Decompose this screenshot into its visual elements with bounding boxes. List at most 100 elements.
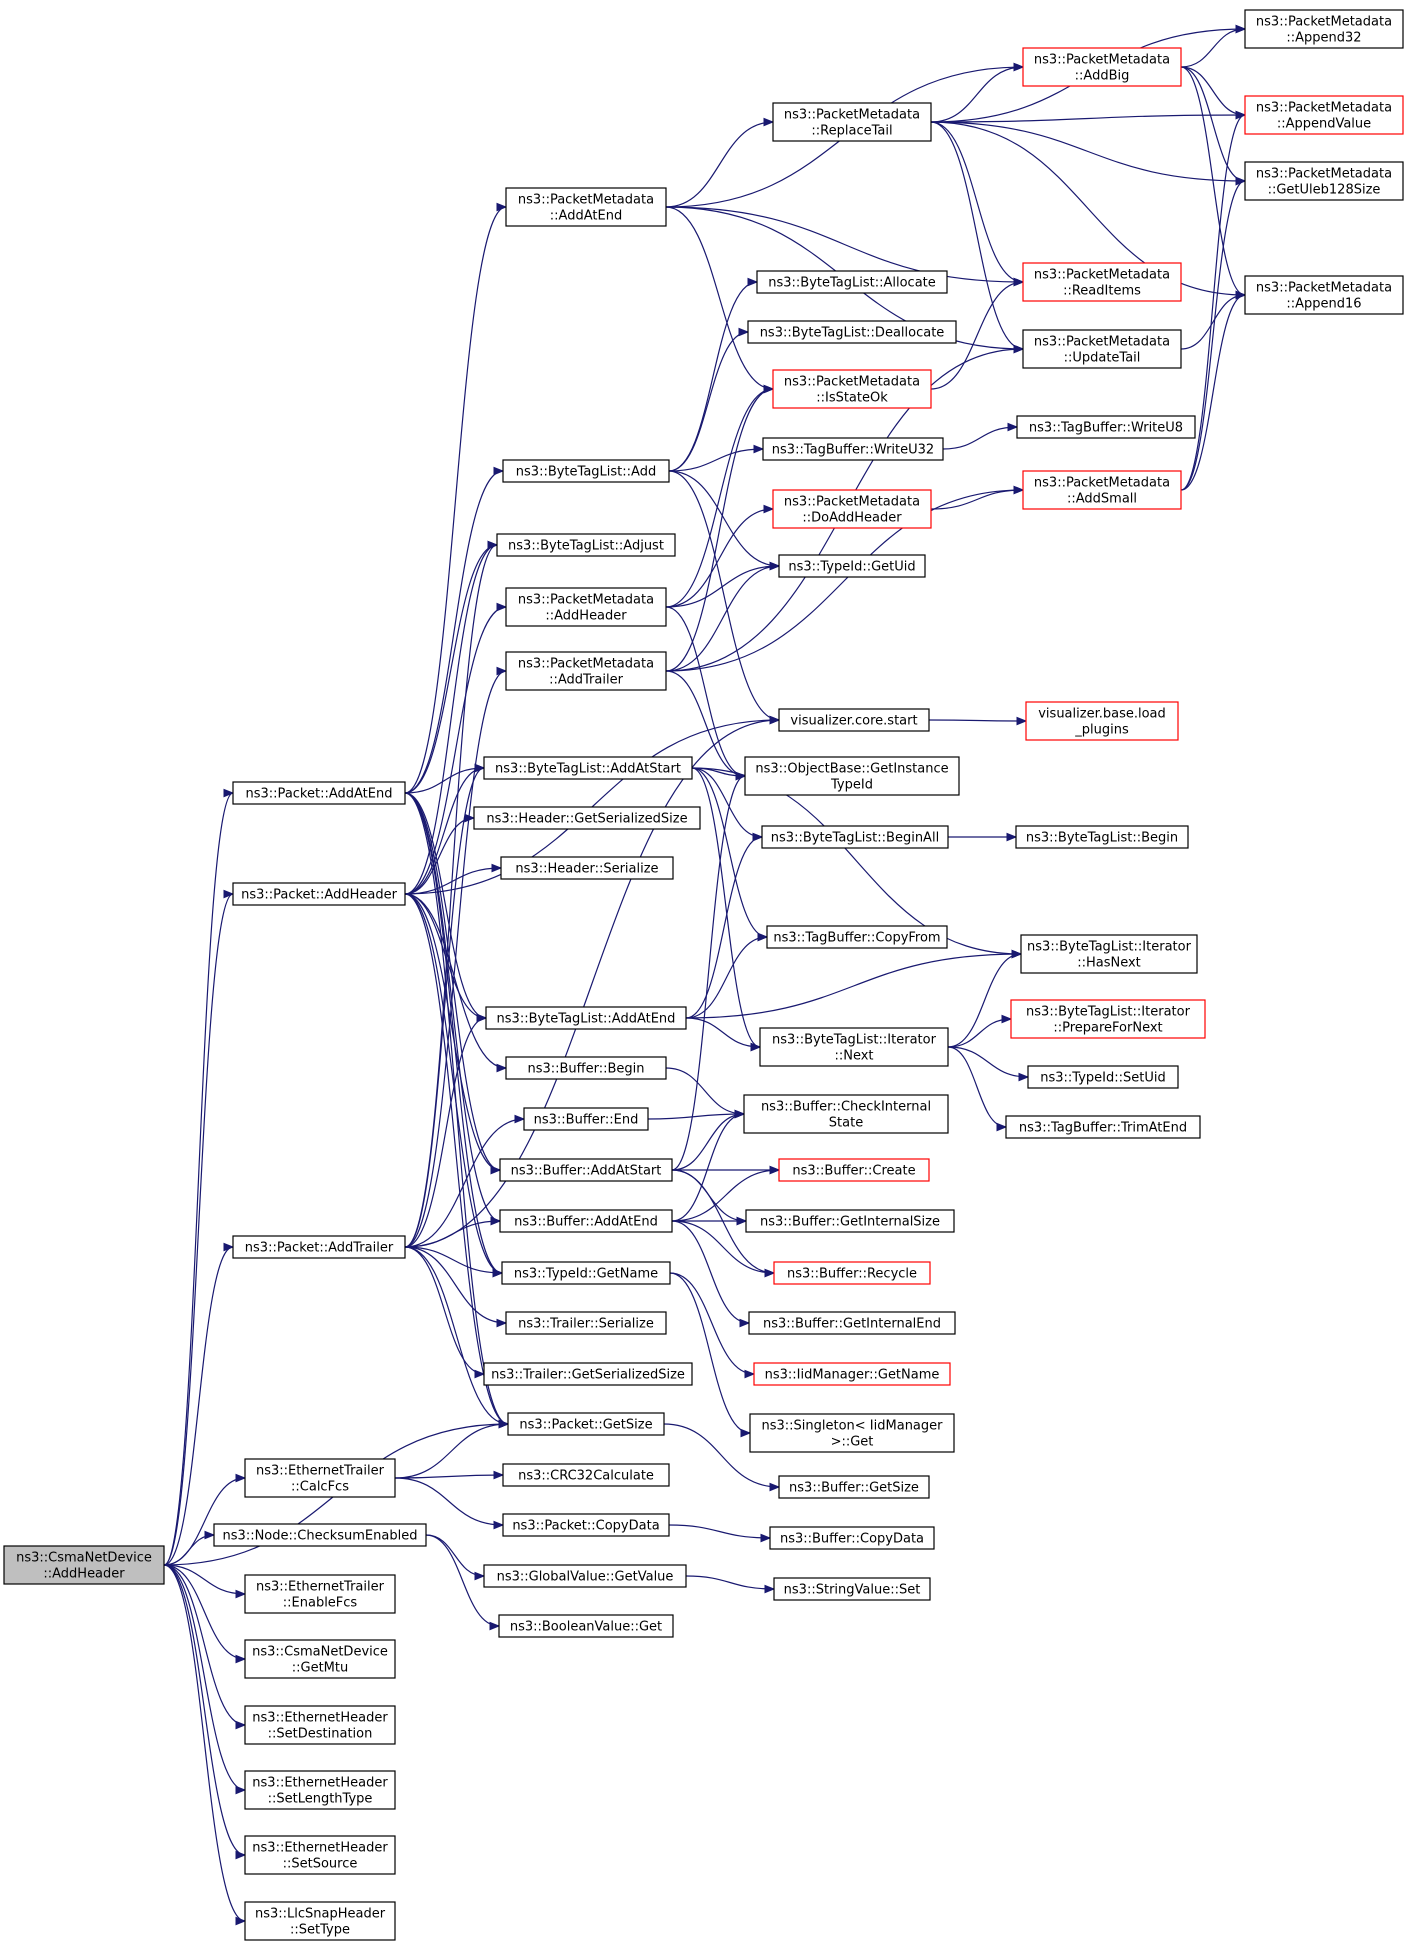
edge-pAddTrailer-to-pGetSize (404, 1246, 508, 1424)
node-label: ns3::Buffer::End (534, 1113, 639, 1128)
node-pAddTrailer[interactable]: ns3::Packet::AddTrailer (232, 1235, 406, 1259)
node-btlBegin[interactable]: ns3::ByteTagList::Begin (1015, 825, 1189, 849)
node-box (748, 1311, 956, 1335)
node-ehSetDest[interactable]: ns3::EthernetHeader::SetDestination (244, 1705, 396, 1745)
node-box (244, 1770, 396, 1810)
node-hdrSerialize[interactable]: ns3::Header::Serialize (500, 856, 674, 880)
node-csmaGetMtu[interactable]: ns3::CsmaNetDevice::GetMtu (244, 1639, 396, 1679)
node-btliPrepare[interactable]: ns3::ByteTagList::Iterator::PrepareForNe… (1010, 999, 1206, 1039)
node-box (244, 1639, 396, 1679)
node-pmReplaceTail[interactable]: ns3::PacketMetadata::ReplaceTail (772, 102, 932, 142)
node-btliNext[interactable]: ns3::ByteTagList::Iterator::Next (759, 1027, 949, 1067)
node-trSerialize[interactable]: ns3::Trailer::Serialize (505, 1311, 667, 1335)
node-tidGetName[interactable]: ns3::TypeId::GetName (501, 1261, 671, 1285)
edge-pmAddTrailer-to-tidGetUid (665, 566, 779, 672)
node-pmGetUleb[interactable]: ns3::PacketMetadata::GetUleb128Size (1244, 161, 1404, 201)
node-pCopyData[interactable]: ns3::Packet::CopyData (502, 1513, 670, 1537)
edge-nodeChecksum-to-gvGetValue (425, 1534, 484, 1576)
node-label: ns3::EthernetHeader (252, 1776, 388, 1791)
node-pmAddSmall[interactable]: ns3::PacketMetadata::AddSmall (1022, 470, 1182, 510)
node-singletonGet[interactable]: ns3::Singleton< IidManager>::Get (749, 1413, 955, 1453)
node-bufGetIntEnd[interactable]: ns3::Buffer::GetInternalEnd (748, 1311, 956, 1335)
node-tidGetUid[interactable]: ns3::TypeId::GetUid (778, 554, 926, 578)
node-root[interactable]: ns3::CsmaNetDevice::AddHeader (3, 1545, 165, 1585)
node-label: ns3::Buffer::GetInternalEnd (763, 1317, 941, 1332)
node-pAddAtEnd[interactable]: ns3::Packet::AddAtEnd (232, 781, 406, 805)
node-label: ::PrepareForNext (1053, 1021, 1162, 1036)
node-bufGetSize[interactable]: ns3::Buffer::GetSize (778, 1475, 930, 1499)
node-vizLoad[interactable]: visualizer.base.load_plugins (1025, 701, 1179, 741)
node-box (769, 1526, 935, 1550)
node-etCalcFcs[interactable]: ns3::EthernetTrailer::CalcFcs (244, 1458, 396, 1498)
node-llcSetType[interactable]: ns3::LlcSnapHeader::SetType (244, 1901, 396, 1941)
node-pmAppend32[interactable]: ns3::PacketMetadata::Append32 (1244, 9, 1404, 49)
node-label: ns3::StringValue::Set (784, 1583, 921, 1598)
node-bufEnd[interactable]: ns3::Buffer::End (523, 1107, 649, 1131)
node-box (773, 1261, 931, 1285)
node-btlAdjust[interactable]: ns3::ByteTagList::Adjust (496, 533, 676, 557)
node-trGetSize[interactable]: ns3::Trailer::GetSerializedSize (483, 1362, 693, 1386)
node-box (1244, 95, 1404, 135)
node-pAddHeader[interactable]: ns3::Packet::AddHeader (232, 882, 406, 906)
edge-pAddHeader-to-bufBegin (404, 893, 506, 1068)
node-bufGetIntSize[interactable]: ns3::Buffer::GetInternalSize (745, 1209, 955, 1233)
node-btlAddAtEnd[interactable]: ns3::ByteTagList::AddAtEnd (485, 1006, 687, 1030)
node-bufRecycle[interactable]: ns3::Buffer::Recycle (773, 1261, 931, 1285)
node-pmAppendValue[interactable]: ns3::PacketMetadata::AppendValue (1244, 95, 1404, 135)
node-pmUpdateTail[interactable]: ns3::PacketMetadata::UpdateTail (1022, 329, 1182, 369)
node-hdrGetSize[interactable]: ns3::Header::GetSerializedSize (473, 806, 701, 830)
node-tidSetUid[interactable]: ns3::TypeId::SetUid (1027, 1065, 1179, 1089)
node-bufBegin[interactable]: ns3::Buffer::Begin (505, 1056, 667, 1080)
node-box (485, 1006, 687, 1030)
node-ehSetLen[interactable]: ns3::EthernetHeader::SetLengthType (244, 1770, 396, 1810)
edge-nodeChecksum-to-bvGet (425, 1534, 499, 1626)
edge-tbWriteU32-to-tbWriteU8 (942, 427, 1017, 450)
node-label: ::DoAddHeader (802, 511, 902, 526)
node-gvGetValue[interactable]: ns3::GlobalValue::GetValue (483, 1564, 687, 1588)
edge-pmAddSmall-to-pmAppend16 (1180, 295, 1246, 491)
node-bufCreate[interactable]: ns3::Buffer::Create (778, 1158, 930, 1182)
node-tbCopyFrom[interactable]: ns3::TagBuffer::CopyFrom (766, 925, 948, 949)
node-btlDeallocate[interactable]: ns3::ByteTagList::Deallocate (747, 320, 957, 344)
edge-pAddAtEnd-to-bufAddAtStart (404, 792, 501, 1170)
node-pmAppend16[interactable]: ns3::PacketMetadata::Append16 (1244, 275, 1404, 315)
node-label: ns3::TypeId::SetUid (1040, 1071, 1165, 1086)
node-label: visualizer.base.load (1038, 707, 1166, 722)
node-btlAllocate[interactable]: ns3::ByteTagList::Allocate (756, 270, 948, 294)
node-btlAddAtStart[interactable]: ns3::ByteTagList::AddAtStart (483, 756, 693, 780)
node-iidGetName[interactable]: ns3::IidManager::GetName (753, 1362, 951, 1386)
node-bufCopyData[interactable]: ns3::Buffer::CopyData (769, 1526, 935, 1550)
edge-bufEnd-to-bufCheck (647, 1114, 744, 1120)
node-vizStart[interactable]: visualizer.core.start (778, 708, 930, 732)
edge-etCalcFcs-to-crc32 (394, 1475, 503, 1478)
node-etEnableFcs[interactable]: ns3::EthernetTrailer::EnableFcs (244, 1574, 396, 1614)
node-pmAddAtEnd[interactable]: ns3::PacketMetadata::AddAtEnd (505, 187, 667, 227)
node-tbWriteU8[interactable]: ns3::TagBuffer::WriteU8 (1016, 415, 1196, 439)
node-pmAddTrailer[interactable]: ns3::PacketMetadata::AddTrailer (505, 651, 667, 691)
node-btliHasNext[interactable]: ns3::ByteTagList::Iterator::HasNext (1020, 934, 1198, 974)
edge-pCopyData-to-bufCopyData (668, 1524, 770, 1538)
node-pmIsStateOk[interactable]: ns3::PacketMetadata::IsStateOk (772, 369, 932, 409)
node-bvGet[interactable]: ns3::BooleanValue::Get (498, 1614, 674, 1638)
node-box (756, 270, 948, 294)
node-svSet[interactable]: ns3::StringValue::Set (773, 1577, 931, 1601)
node-label: ns3::PacketMetadata (1034, 53, 1170, 68)
edge-btlAddAtEnd-to-btliHasNext (685, 954, 1021, 1019)
edge-btlAdd-to-vizStart (668, 470, 779, 720)
node-btlAdd[interactable]: ns3::ByteTagList::Add (502, 459, 670, 483)
node-bufAddAtStart[interactable]: ns3::Buffer::AddAtStart (499, 1158, 673, 1182)
node-btlBeginAll[interactable]: ns3::ByteTagList::BeginAll (761, 825, 949, 849)
node-tbWriteU32[interactable]: ns3::TagBuffer::WriteU32 (762, 437, 944, 461)
node-pGetSize[interactable]: ns3::Packet::GetSize (507, 1412, 665, 1436)
node-pmAddBig[interactable]: ns3::PacketMetadata::AddBig (1022, 47, 1182, 87)
node-bufAddAtEnd[interactable]: ns3::Buffer::AddAtEnd (499, 1209, 673, 1233)
node-pmDoAddHeader[interactable]: ns3::PacketMetadata::DoAddHeader (772, 489, 932, 529)
node-ehSetSrc[interactable]: ns3::EthernetHeader::SetSource (244, 1835, 396, 1875)
node-tbTrimAtEnd[interactable]: ns3::TagBuffer::TrimAtEnd (1005, 1115, 1201, 1139)
node-nodeChecksum[interactable]: ns3::Node::ChecksumEnabled (213, 1523, 427, 1547)
node-pmAddHeader[interactable]: ns3::PacketMetadata::AddHeader (505, 587, 667, 627)
node-pmReadItems[interactable]: ns3::PacketMetadata::ReadItems (1022, 262, 1182, 302)
node-crc32[interactable]: ns3::CRC32Calculate (502, 1463, 670, 1487)
